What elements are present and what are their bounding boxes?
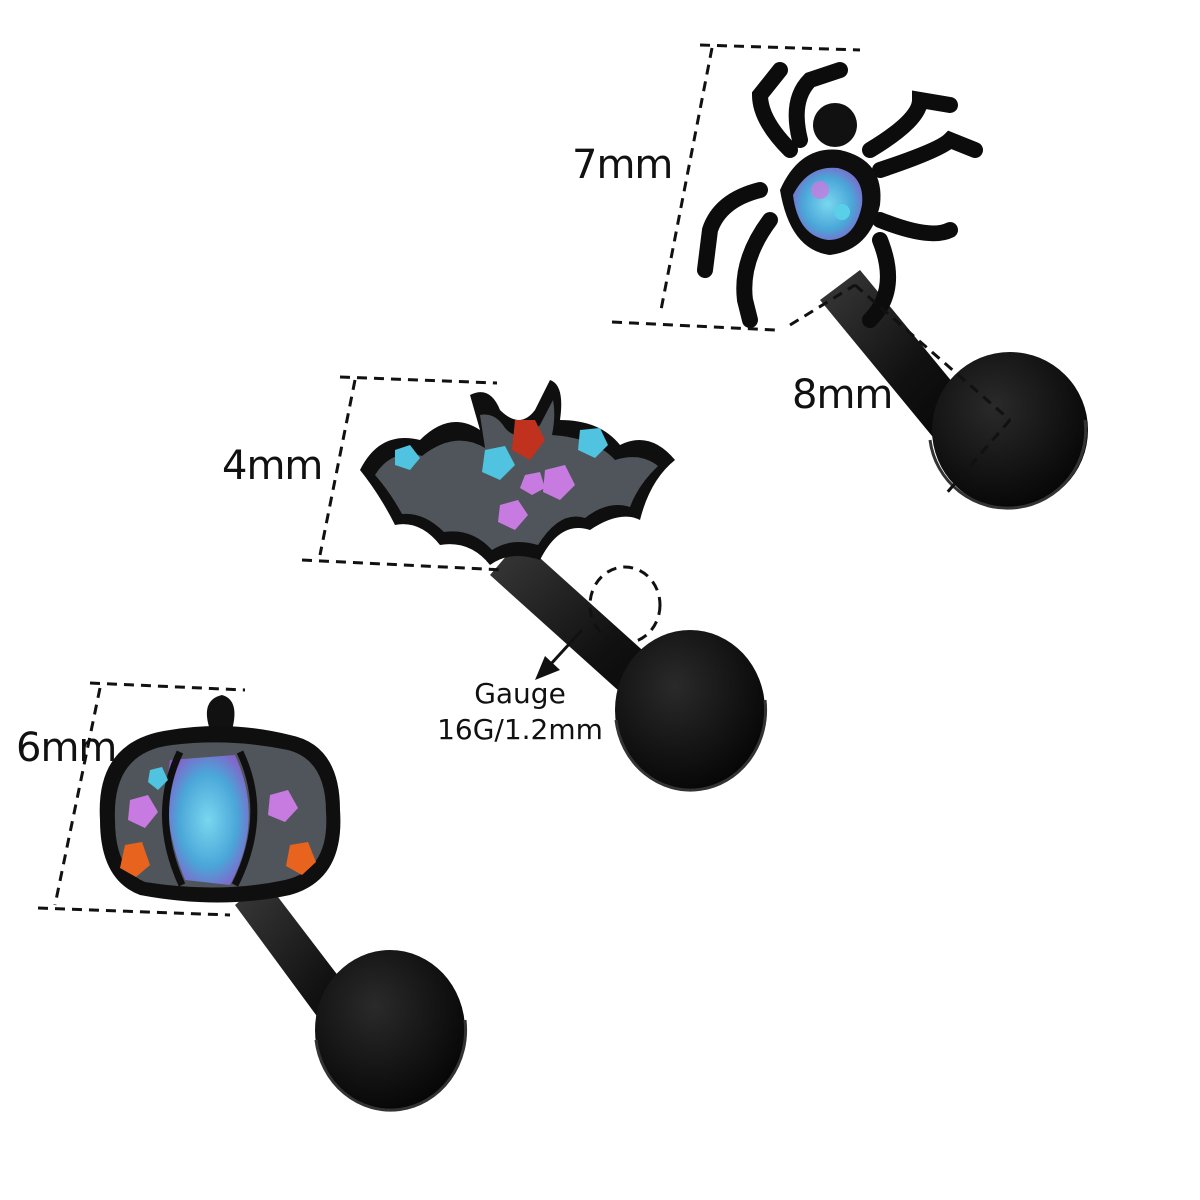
spider-height-label: 7mm bbox=[572, 142, 673, 188]
spider-labret bbox=[697, 62, 1088, 510]
gauge-label: Gauge 16G/1.2mm bbox=[420, 676, 620, 748]
gauge-title: Gauge bbox=[474, 677, 566, 710]
spider-dimension-lines bbox=[611, 43, 1012, 496]
gauge-arrow bbox=[535, 628, 584, 680]
gauge-value: 16G/1.2mm bbox=[437, 713, 603, 746]
bat-dimension-lines bbox=[301, 375, 662, 645]
bat-labret bbox=[360, 380, 768, 792]
spider-length-label: 8mm bbox=[792, 372, 893, 418]
pumpkin-height-label: 6mm bbox=[16, 725, 117, 771]
pumpkin-labret bbox=[99, 695, 468, 1112]
bat-height-label: 4mm bbox=[222, 443, 323, 489]
pumpkin-dimension-lines bbox=[37, 681, 246, 917]
